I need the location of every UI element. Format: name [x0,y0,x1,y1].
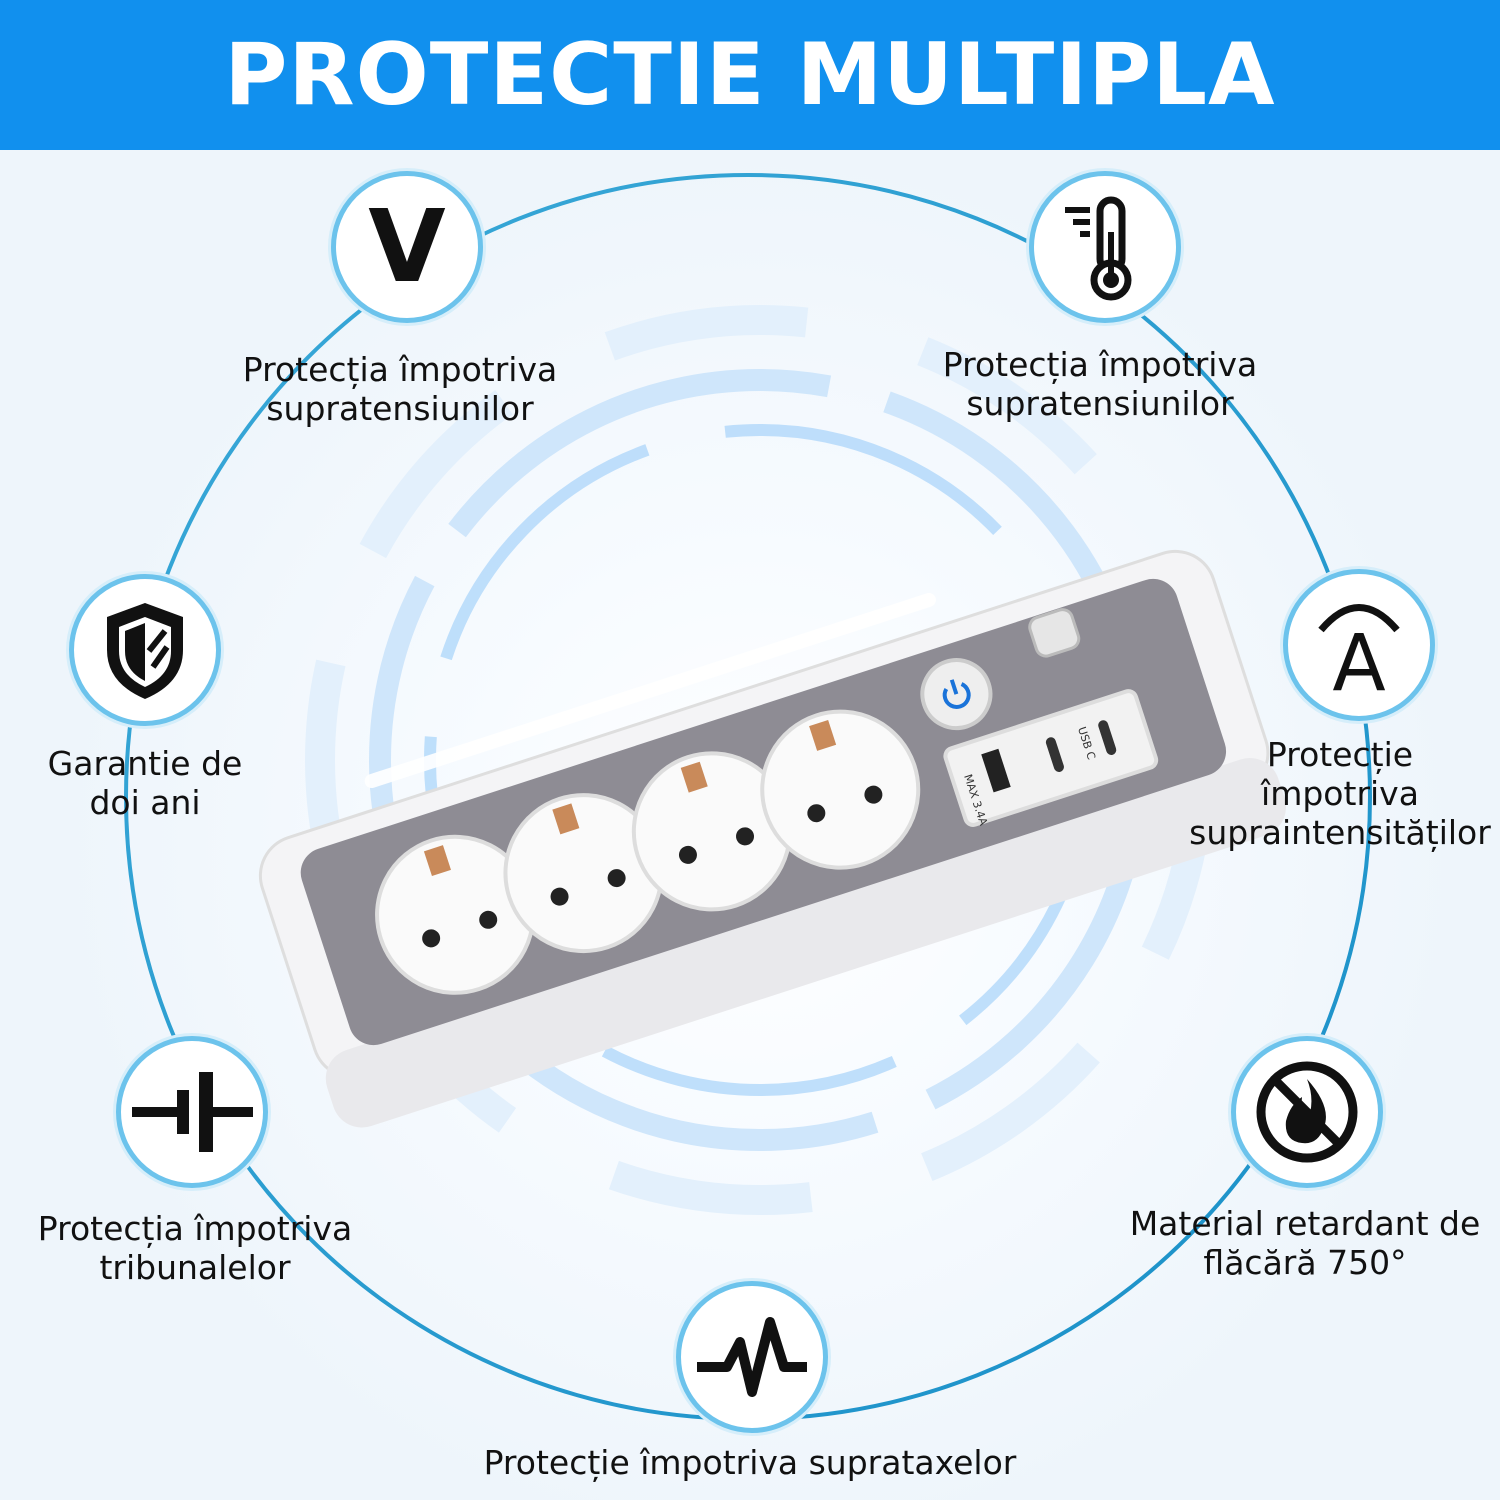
power-strip: MAX 3.4A USB C [258,549,1286,1128]
voltage-badge: V [331,171,483,323]
shield-badge [69,574,221,726]
ampere-badge: A [1283,569,1435,721]
thermometer-icon [1065,196,1132,301]
usb-c-port [1045,737,1064,772]
header-banner: PROTECTIE MULTIPLA [0,0,1500,150]
page-title: PROTECTIE MULTIPLA [224,25,1276,125]
sockets [375,709,921,995]
no-fire-badge [1231,1036,1383,1188]
ampere-icon: A [1318,604,1400,700]
svg-text:A: A [1332,619,1385,700]
shield-icon [107,603,183,699]
no-fire-icon [1256,1061,1358,1163]
thermometer-badge [1029,171,1181,323]
voltage-icon: V [368,188,446,305]
feature-label-surge: Protecție împotriva suprataxelor [483,1443,1017,1482]
usb-a-port [981,748,1011,793]
capacitor-badge [116,1036,268,1188]
light-button[interactable] [1027,607,1081,659]
power-button[interactable] [914,651,1000,737]
usb-c-port [1098,720,1117,755]
pulse-icon [697,1317,807,1397]
pulse-badge [676,1281,828,1433]
capacitor-icon [132,1072,253,1152]
